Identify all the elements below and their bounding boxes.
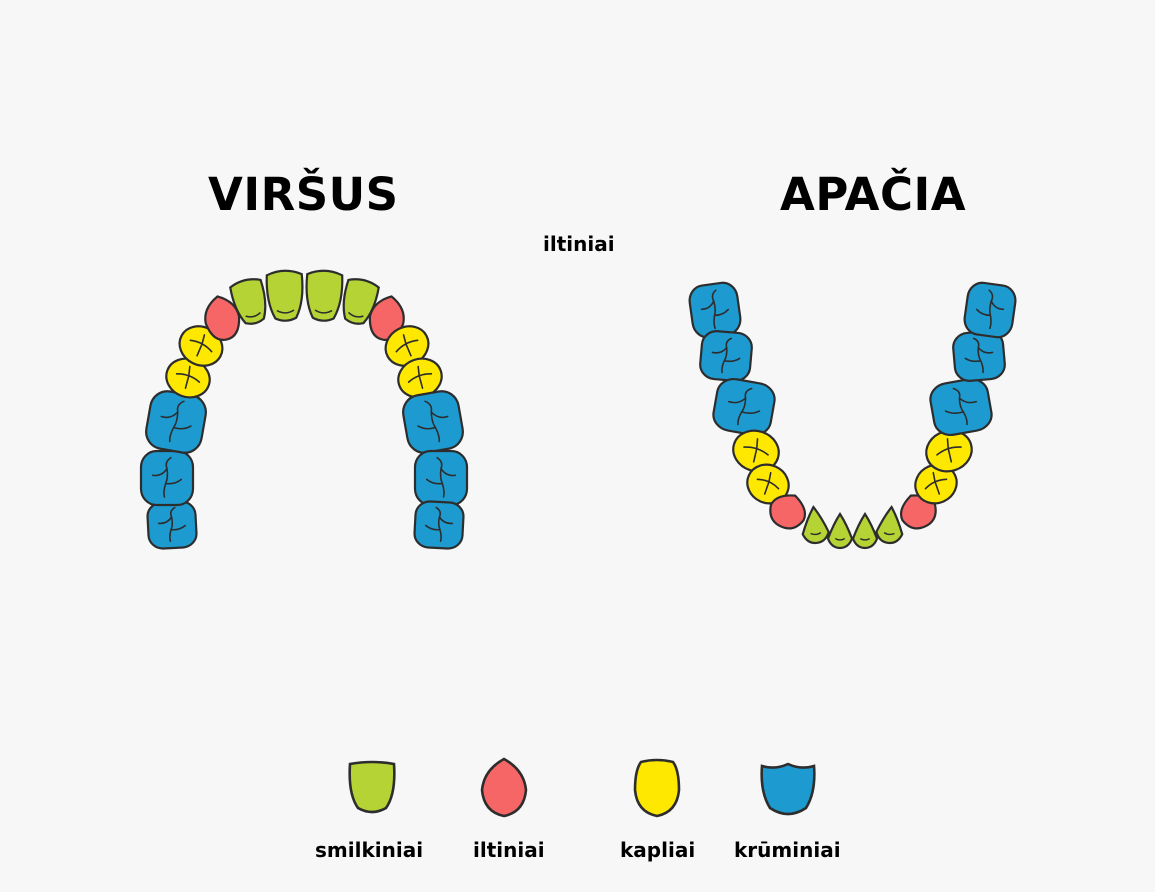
legend-icon-canine <box>480 757 528 818</box>
legend-icon-incisor <box>348 760 396 814</box>
floating-canine-label: iltiniai <box>543 232 615 256</box>
lower-tooth-molar <box>963 281 1017 339</box>
legend-label-premolar: kapliai <box>620 838 696 862</box>
lower-jaw <box>688 281 1017 550</box>
lower-tooth-premolar <box>746 463 790 505</box>
upper-jaw-title: VIRŠUS <box>208 168 399 221</box>
upper-tooth-molar <box>146 500 198 550</box>
upper-tooth-molar <box>145 390 207 454</box>
upper-tooth-incisor <box>265 269 304 322</box>
upper-tooth-premolar <box>397 357 443 399</box>
lower-tooth-molar <box>929 377 993 437</box>
lower-tooth-incisor <box>801 505 830 545</box>
lower-tooth-incisor <box>826 511 854 550</box>
legend-label-incisor: smilkiniai <box>315 838 424 862</box>
legend-icon-premolar <box>633 758 681 818</box>
upper-tooth-molar <box>139 449 195 507</box>
upper-tooth-molar <box>413 500 465 550</box>
legend-label-canine: iltiniai <box>473 838 545 862</box>
lower-tooth-molar <box>699 330 753 382</box>
legend-label-molar: krūminiai <box>734 838 841 862</box>
upper-tooth-premolar <box>165 357 211 399</box>
upper-tooth-molar <box>413 449 469 507</box>
lower-tooth-incisor <box>875 505 904 545</box>
upper-jaw <box>139 269 469 550</box>
legend <box>348 757 816 818</box>
legend-icon-molar <box>760 762 816 816</box>
lower-tooth-incisor <box>851 511 879 550</box>
upper-tooth-molar <box>402 390 464 454</box>
upper-tooth-incisor <box>229 278 267 325</box>
upper-tooth-incisor <box>305 269 344 322</box>
lower-tooth-molar <box>952 330 1006 382</box>
lower-tooth-premolar <box>732 429 780 473</box>
lower-tooth-premolar <box>914 463 958 505</box>
lower-jaw-title: APAČIA <box>780 168 967 221</box>
lower-tooth-molar <box>712 377 776 437</box>
upper-tooth-canine <box>368 295 405 341</box>
lower-tooth-canine <box>769 494 807 530</box>
